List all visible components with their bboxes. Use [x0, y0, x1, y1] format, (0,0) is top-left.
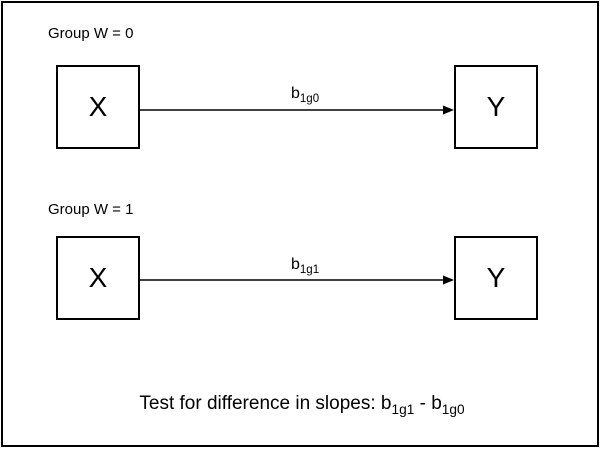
node-y-w0: Y	[454, 65, 538, 149]
slope-difference-test: Test for difference in slopes: b1g1 - b1…	[139, 393, 465, 417]
path-coefficient-w1: b1g1	[291, 256, 320, 277]
arrow-x-to-y-w1	[140, 273, 454, 287]
node-x-w1: X	[56, 236, 140, 320]
node-y-w1: Y	[454, 236, 538, 320]
node-x-w0: X	[56, 65, 140, 149]
group-label-w0: Group W = 0	[48, 25, 134, 42]
group-label-w1: Group W = 1	[48, 201, 134, 218]
path-coefficient-w0: b1g0	[291, 85, 320, 106]
arrow-x-to-y-w0	[140, 103, 454, 117]
